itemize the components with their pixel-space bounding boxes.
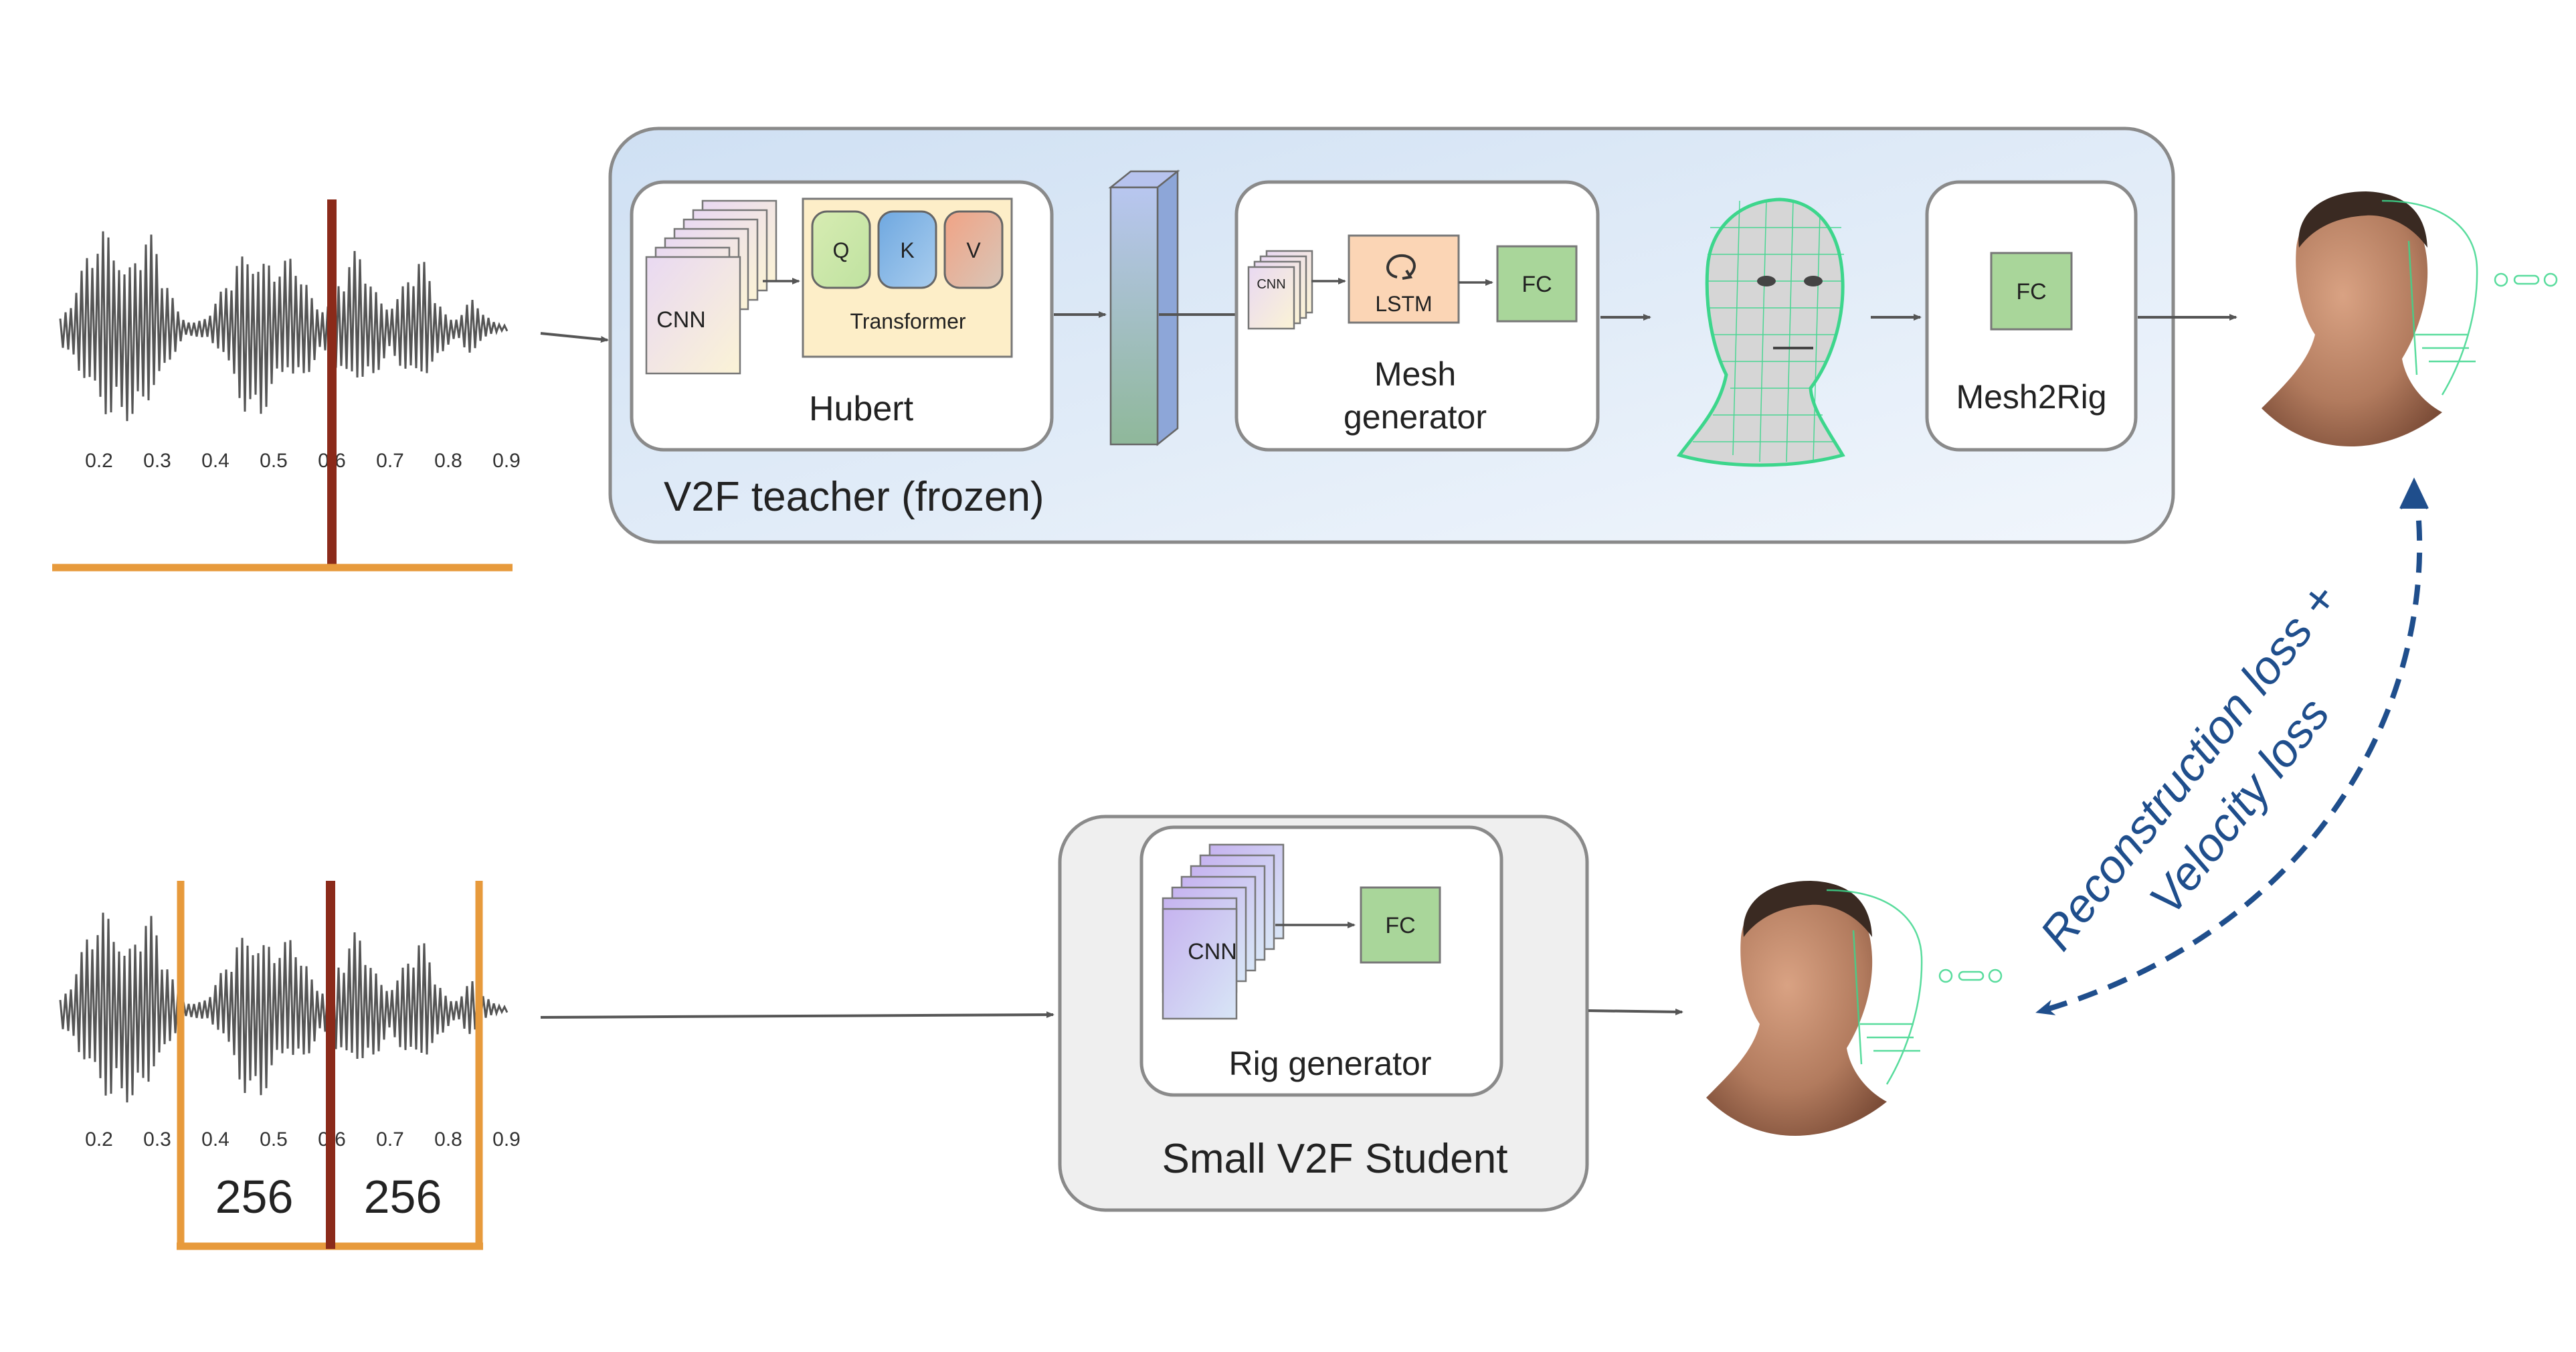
tick-label: 0.2 — [85, 1128, 113, 1151]
student-fc-block: FC — [1360, 886, 1441, 964]
tick-label: 0.7 — [376, 450, 404, 472]
tick-label: 0.4 — [201, 450, 229, 472]
teacher-title: V2F teacher (frozen) — [664, 474, 1044, 520]
teacher-panel: V2F teacher (frozen) CNN Q K — [608, 126, 2175, 544]
lstm-label: LSTM — [1375, 292, 1432, 316]
feature-vector-prism — [1108, 169, 1180, 446]
arrow-student-to-head — [1588, 1008, 1683, 1015]
rig-generator-block: CNN FC Rig generator — [1139, 825, 1503, 1097]
top-audio-waveform — [59, 231, 509, 422]
tick-label: 0.5 — [260, 1128, 288, 1151]
mesh-label-line2: generator — [1344, 398, 1487, 436]
mesh-fc-block: FC — [1496, 245, 1578, 323]
mesh2rig-label: Mesh2Rig — [1956, 378, 2106, 416]
student-output-head-image — [1706, 881, 2003, 1136]
v-label: V — [966, 238, 981, 262]
window-size-right: 256 — [364, 1171, 442, 1223]
tick-label: 0.2 — [85, 450, 113, 472]
student-cnn-stack: CNN — [1162, 843, 1285, 1020]
mesh-cnn-stack: CNN — [1247, 250, 1313, 330]
mesh-cnn-label: CNN — [1257, 277, 1285, 292]
student-cnn-label: CNN — [1188, 939, 1237, 964]
bottom-waveform-panel: 0.2 0.3 0.4 0.5 0.6 0.7 0.8 0.9 256 256 — [59, 881, 521, 1250]
top-time-axis: 0.2 0.3 0.4 0.5 0.6 0.7 0.8 0.9 — [85, 450, 521, 472]
top-waveform-panel: 0.2 0.3 0.4 0.5 0.6 0.7 0.8 0.9 — [52, 199, 521, 572]
mesh-generator-block: CNN LSTM FC Mesh generator — [1234, 180, 1600, 452]
tick-label: 0.3 — [143, 1128, 171, 1151]
loss-dashed-arrow — [2035, 488, 2423, 1015]
wireframe-head-image — [1676, 197, 1845, 467]
teacher-output-head-image — [2262, 191, 2558, 447]
tick-label: 0.9 — [492, 1128, 521, 1151]
tick-label: 0.8 — [434, 1128, 462, 1151]
arrow-wave-to-student — [540, 1011, 1054, 1019]
loss-arrowhead-top — [2399, 477, 2429, 509]
hubert-block: CNN Q K V Transformer Hubert — [630, 180, 1054, 452]
window-size-left: 256 — [215, 1171, 294, 1223]
tick-label: 0.4 — [201, 1128, 229, 1151]
hubert-label: Hubert — [809, 390, 914, 428]
hubert-cnn-label: CNN — [656, 307, 706, 333]
lstm-block: LSTM — [1348, 234, 1460, 324]
tick-label: 0.8 — [434, 450, 462, 472]
tick-label: 0.9 — [492, 450, 521, 472]
tick-label: 0.7 — [376, 1128, 404, 1151]
mesh2rig-block: FC Mesh2Rig — [1925, 180, 2138, 452]
key-block — [877, 210, 937, 289]
student-title: Small V2F Student — [1162, 1136, 1508, 1182]
mesh2rig-fc-label: FC — [2016, 279, 2046, 305]
query-block — [811, 210, 871, 289]
transformer-label: Transformer — [850, 309, 965, 333]
bottom-audio-waveform — [59, 912, 509, 1103]
tick-label: 0.3 — [143, 450, 171, 472]
student-panel: Small V2F Student CNN FC Rig generator — [1058, 815, 1589, 1212]
student-fc-label: FC — [1385, 913, 1415, 938]
mesh-fc-label: FC — [1522, 272, 1552, 297]
hubert-cnn-stack: CNN — [645, 199, 777, 375]
value-block — [943, 210, 1004, 289]
rig-generator-label: Rig generator — [1229, 1045, 1432, 1082]
q-label: Q — [833, 238, 850, 262]
transformer-block: Q K V Transformer — [802, 197, 1013, 358]
tick-label: 0.5 — [260, 450, 288, 472]
arrow-wave-to-teacher — [540, 332, 609, 343]
mesh-label-line1: Mesh — [1374, 355, 1456, 393]
bottom-time-axis: 0.2 0.3 0.4 0.5 0.6 0.7 0.8 0.9 — [85, 1128, 521, 1151]
k-label: K — [900, 238, 914, 262]
recurrent-loop-icon — [1386, 254, 1416, 278]
